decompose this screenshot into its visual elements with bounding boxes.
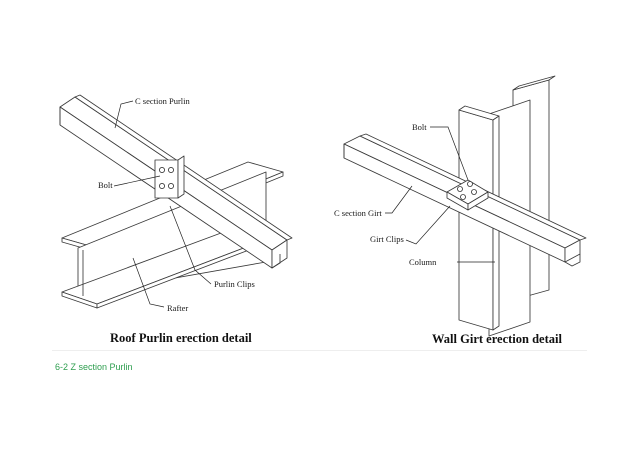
purlin-clip	[154, 155, 185, 199]
caption-wall-girt: Wall Girt erection detail	[432, 332, 562, 346]
label-column: Column	[409, 257, 437, 267]
label-purlin-clips: Purlin Clips	[214, 279, 255, 289]
label-bolt-right: Bolt	[412, 122, 427, 132]
caption-roof-purlin: Roof Purlin erection detail	[110, 331, 252, 345]
label-girt-clips: Girt Clips	[370, 234, 404, 244]
roof-purlin-diagram: C section Purlin Bolt Purlin Clips Rafte…	[59, 94, 293, 345]
wall-girt-diagram: Bolt C section Girt Girt Clips Column Wa…	[334, 75, 587, 346]
label-bolt-left: Bolt	[98, 180, 113, 190]
label-rafter: Rafter	[167, 303, 188, 313]
label-c-section-purlin: C section Purlin	[135, 96, 191, 106]
label-c-section-girt: C section Girt	[334, 208, 382, 218]
slide-caption: 6-2 Z section Purlin	[55, 362, 133, 372]
girt-clip	[446, 179, 489, 211]
divider	[52, 350, 587, 351]
